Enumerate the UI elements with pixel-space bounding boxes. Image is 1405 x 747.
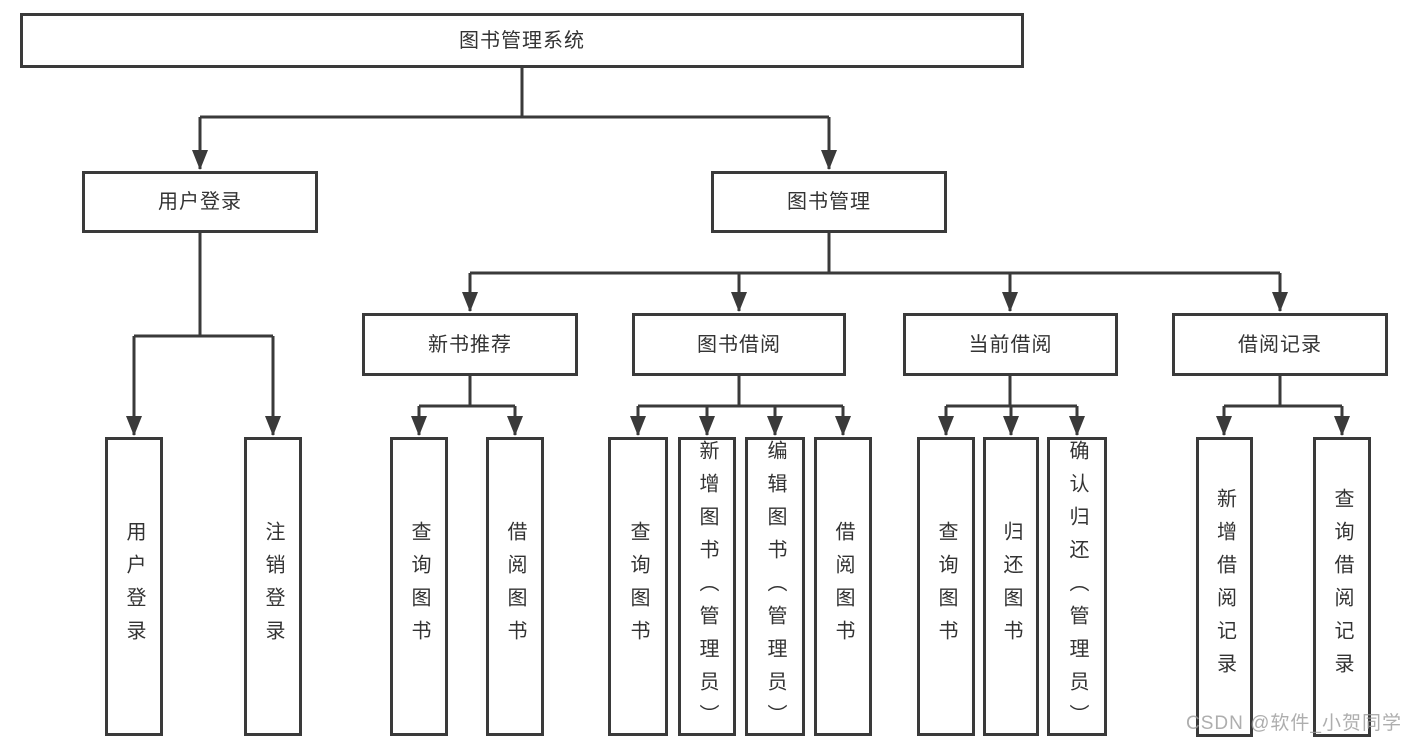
leaf-confirm-return-admin: 确认归还（管理员） [1047,437,1107,737]
node-new-book-recommend: 新书推荐 [362,313,578,376]
leaf-logout: 注销登录 [244,437,302,736]
leaf-query-borrow-record: 查询借阅记录 [1313,437,1371,737]
leaf-borrow-book: 借阅图书 [814,437,872,736]
node-borrow-record: 借阅记录 [1172,313,1388,376]
node-user-login-branch: 用户登录 [82,171,318,233]
node-current-borrow: 当前借阅 [903,313,1118,376]
csdn-watermark: CSDN @软件_小贺同学 [1186,713,1402,734]
leaf-edit-book-admin: 编辑图书（管理员） [745,437,805,737]
leaf-query-book-recommend: 查询图书 [390,437,448,736]
node-book-management-branch: 图书管理 [711,171,947,233]
node-book-borrow: 图书借阅 [632,313,846,376]
leaf-query-book-current: 查询图书 [917,437,975,736]
leaf-user-login: 用户登录 [105,437,163,736]
leaf-query-book-borrow: 查询图书 [608,437,668,736]
leaf-return-book: 归还图书 [983,437,1039,736]
leaf-borrow-book-recommend: 借阅图书 [486,437,544,736]
leaf-add-borrow-record: 新增借阅记录 [1196,437,1253,737]
leaf-add-book-admin: 新增图书（管理员） [678,437,736,737]
node-root-system: 图书管理系统 [20,13,1024,68]
